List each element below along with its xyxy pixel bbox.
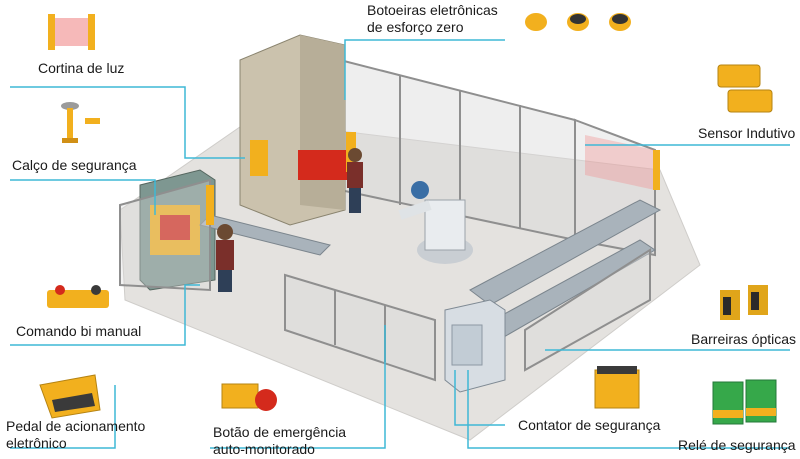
- label-pedal-line2: eletrônico: [6, 435, 67, 451]
- label-sensor-indutivo: Sensor Indutivo: [698, 125, 796, 141]
- optical-barrier-icon: [720, 285, 768, 320]
- fence-front: [119, 178, 651, 382]
- label-barreiras-opticas: Barreiras ópticas: [691, 331, 797, 347]
- foot-pedal-icon: [39, 374, 101, 419]
- label-contator-de-seguranca: Contator de segurança: [518, 417, 661, 433]
- fence-back: [339, 58, 656, 257]
- label-botao-line1: Botão de emergência: [213, 424, 347, 440]
- label-rele-de-seguranca: Relé de segurança: [678, 437, 796, 453]
- label-botao-line2: auto-monitorado: [213, 441, 315, 457]
- robot: [398, 181, 473, 264]
- safety-relay-icon: [712, 379, 777, 425]
- safety-contactor-icon: [594, 366, 640, 409]
- label-comando-bi-manual: Comando bi manual: [16, 323, 142, 339]
- light-curtain-icon: [48, 14, 95, 50]
- workers: [216, 148, 363, 292]
- label-calco-de-seguranca: Calço de segurança: [12, 157, 137, 173]
- inductive-sensor-icon: [717, 64, 773, 113]
- safety-prop-icon: [61, 102, 100, 143]
- light-curtain-pillars: [206, 150, 660, 225]
- emergency-stop-icon: [221, 383, 277, 411]
- conveyor-left: [199, 214, 331, 256]
- label-pedal-line1: Pedal de acionamento: [6, 418, 146, 434]
- label-botoeiras-line2: de esforço zero: [367, 19, 464, 35]
- label-botoeiras-line1: Botoeiras eletrônicas: [367, 2, 498, 18]
- light-beam-right: [585, 135, 655, 190]
- control-cabinet: [444, 299, 506, 393]
- connector-lines: [10, 39, 790, 449]
- label-cortina-de-luz: Cortina de luz: [38, 60, 125, 76]
- conveyor-right: [469, 199, 662, 346]
- press-machine: [239, 34, 356, 226]
- left-station: [139, 169, 216, 291]
- zero-force-buttons-icon: [525, 13, 631, 31]
- two-hand-control-icon: [47, 285, 109, 308]
